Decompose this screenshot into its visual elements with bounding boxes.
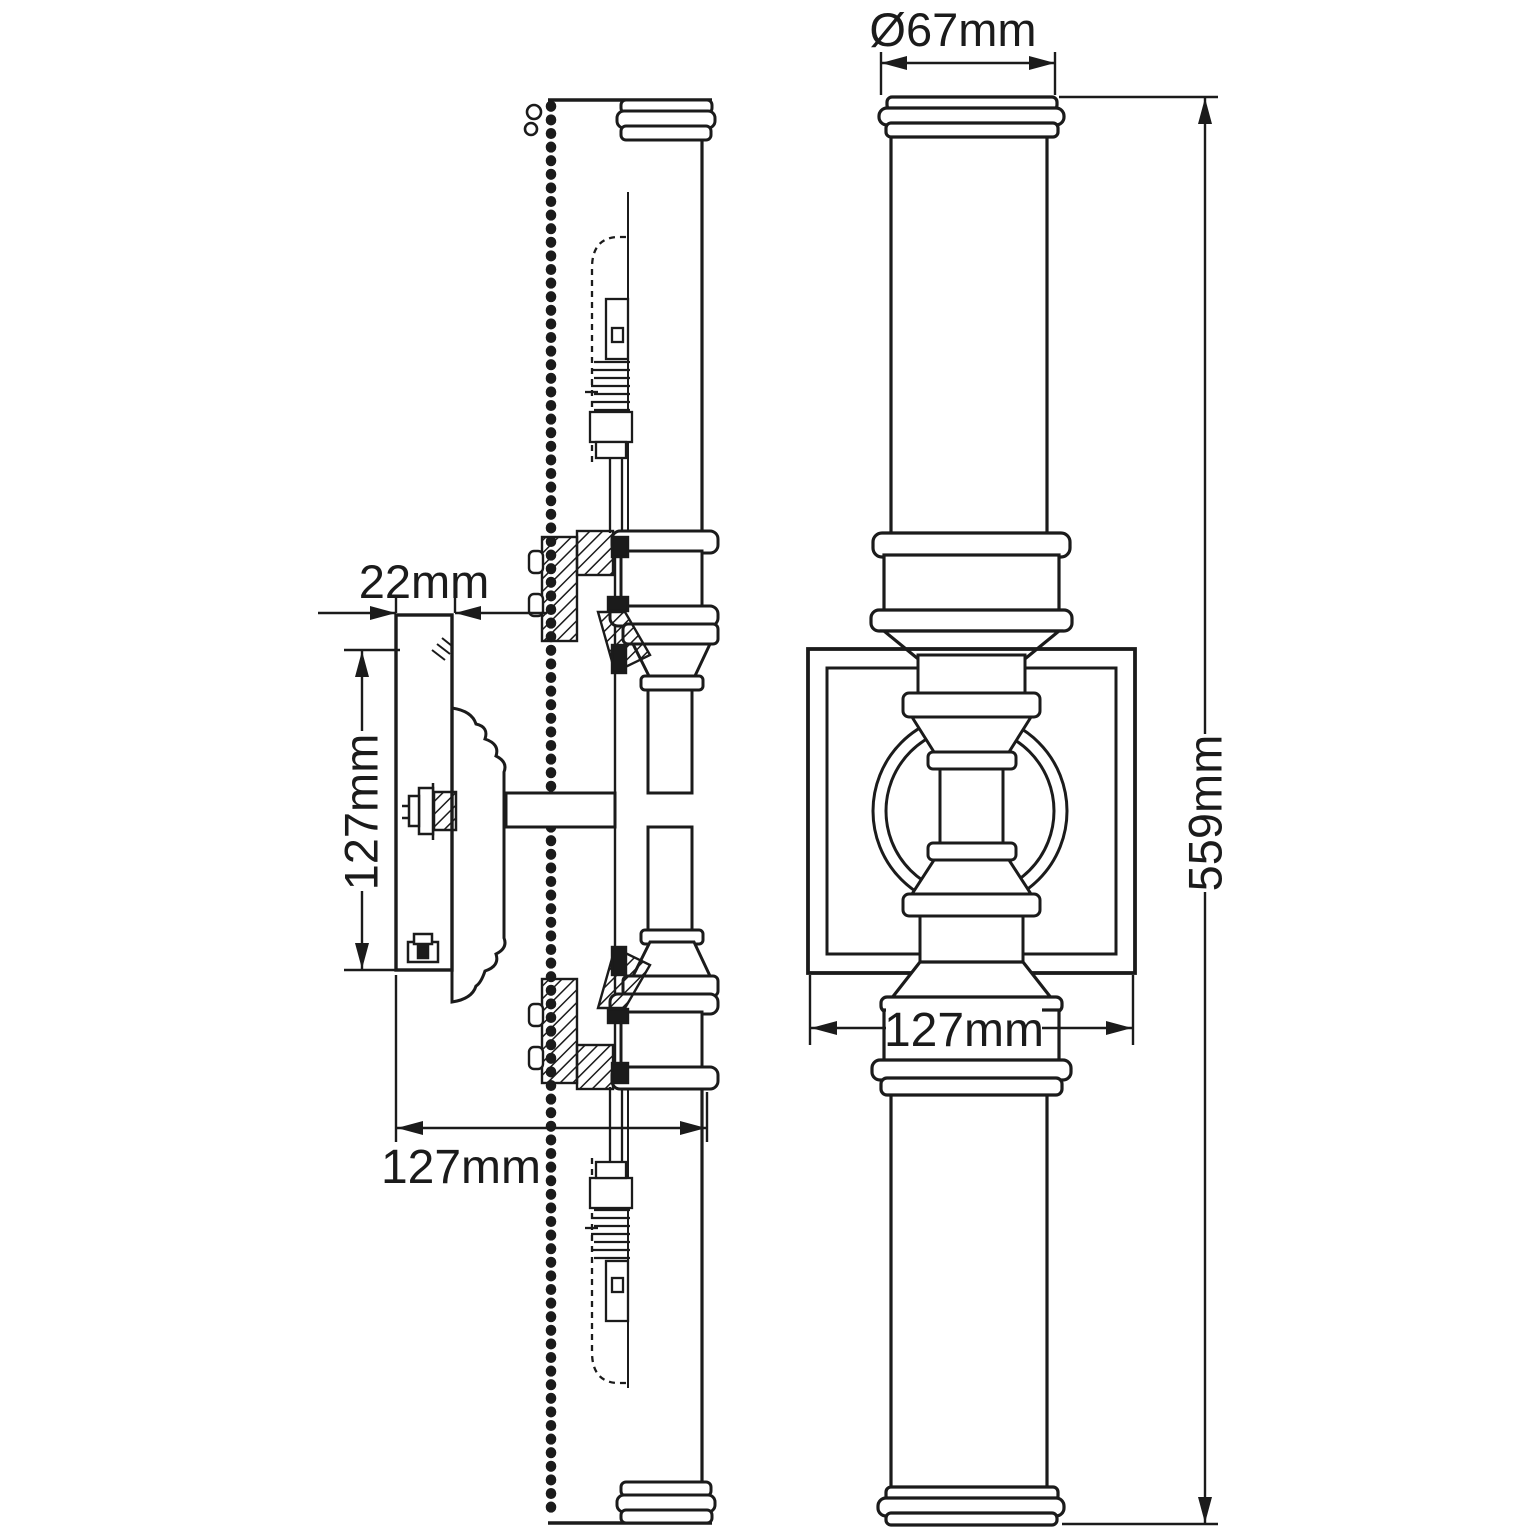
dimensions: Ø67mm 559mm 22mm [318,3,1232,1526]
label-fixture-projection: 127mm [381,1141,541,1194]
side-top-cap [615,98,717,142]
mounting-stem [504,791,617,829]
front-upper-tube [889,137,1049,540]
plate-bottom-screw [406,932,440,964]
label-overall-height: 559mm [1179,735,1232,892]
lower-mount-section [527,945,652,1091]
upper-lamp [585,235,634,533]
dimension-plate-width: 127mm [808,975,1135,1057]
dimension-overall-height: 559mm [1059,95,1232,1526]
side-view [394,98,720,1525]
front-bottom-cap [876,1485,1066,1527]
mounting-screw [402,783,458,840]
top-hook-detail [523,121,539,137]
front-top-cap [877,95,1066,139]
screw-base-threads [591,360,630,412]
dimension-plate-depth: 22mm [318,555,547,620]
top-hook-detail [525,103,543,121]
front-lower-tube [889,1095,1049,1489]
upper-neck [916,653,1027,697]
label-top-diameter: Ø67mm [869,3,1036,56]
lower-lamp [585,1087,634,1385]
label-plate-width: 127mm [884,1004,1044,1057]
dimension-fixture-projection: 127mm [381,975,709,1194]
screw-base-threads [591,1208,630,1260]
front-view [806,95,1137,1527]
dimension-top-diameter: Ø67mm [869,3,1057,95]
upper-holder-profile [608,529,720,795]
front-upper-holder [869,531,1074,660]
upper-mount-section [527,529,652,675]
side-bottom-cap [615,1480,717,1525]
label-plate-depth: 22mm [359,555,490,608]
dimension-plate-height: 127mm [335,648,452,972]
backplate-rosette-profile [450,706,507,1004]
center-column [901,691,1042,964]
label-plate-height: 127mm [335,734,388,891]
